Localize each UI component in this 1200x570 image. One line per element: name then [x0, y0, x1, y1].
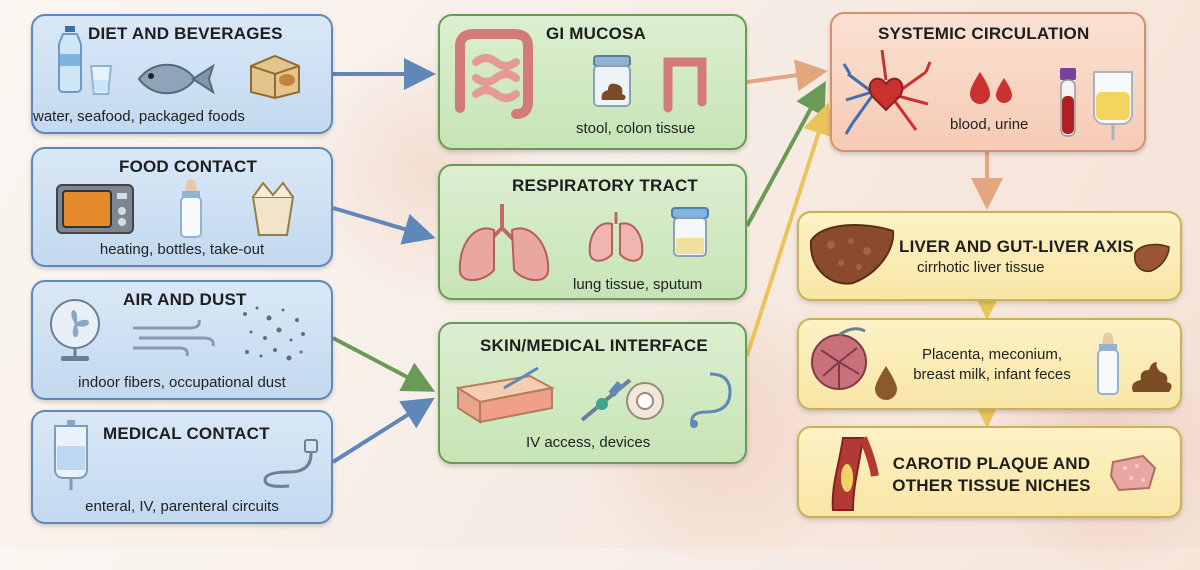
niche-placenta-infant: Placenta, meconium, breast milk, infant …	[797, 318, 1182, 410]
colon-icon	[663, 57, 707, 113]
arrow-food-to-respiratory	[332, 206, 436, 245]
route-title: RESPIRATORY TRACT	[512, 176, 699, 195]
niche-title: LIVER AND GUT-LIVER AXIS	[899, 237, 1134, 256]
source-examples: water, seafood, packaged foods	[33, 108, 245, 125]
meconium-drop-icon	[875, 366, 897, 400]
blood-drops-icon	[970, 72, 1012, 104]
route-examples: stool, colon tissue	[576, 120, 696, 137]
medical-tape-icon	[626, 382, 664, 420]
niche-text-line: Placenta, meconium,	[921, 346, 1063, 363]
source-title: DIET AND BEVERAGES	[88, 24, 283, 43]
source-air-dust: AIR AND DUST indoor fibers, occupational…	[31, 280, 333, 400]
tubing-icon	[263, 439, 318, 488]
niche-examples: cirrhotic liver tissue	[917, 259, 1045, 276]
skin-layer-icon	[455, 366, 555, 424]
fan-icon	[50, 299, 100, 361]
baby-bottle-icon	[180, 179, 202, 238]
arrow-skin-to-systemic	[745, 102, 834, 357]
route-examples: lung tissue, sputum	[573, 276, 703, 293]
niche-carotid-plaque: CAROTID PLAQUE AND OTHER TISSUE NICHES	[797, 426, 1182, 518]
urine-bag-icon	[1093, 71, 1133, 140]
iv-bag-icon	[54, 420, 88, 490]
systemic-examples: blood, urine	[950, 116, 1029, 133]
source-examples: indoor fibers, occupational dust	[78, 374, 286, 391]
liver-small-icon	[1133, 243, 1170, 273]
source-food-contact: FOOD CONTACT heating, bottles, take-out	[31, 147, 333, 267]
packaged-food-icon	[250, 54, 300, 100]
dust-particles-icon	[243, 306, 305, 361]
systemic-title: SYSTEMIC CIRCULATION	[878, 24, 1090, 43]
placenta-icon	[811, 327, 867, 390]
fish-icon	[137, 63, 215, 95]
route-title: SKIN/MEDICAL INTERFACE	[480, 336, 708, 355]
arrow-gi-to-systemic	[746, 59, 828, 92]
sputum-cup-icon	[671, 207, 709, 257]
iv-catheter-icon	[580, 378, 632, 422]
heart-vessels-icon	[842, 49, 932, 135]
arrow-air-to-skin	[332, 336, 436, 392]
source-title: AIR AND DUST	[123, 290, 247, 309]
source-diet-beverages: DIET AND BEVERAGES water, seafood, packa…	[31, 14, 333, 134]
liver-icon	[809, 224, 895, 285]
route-skin-medical-interface: SKIN/MEDICAL INTERFACE IV access, device…	[438, 322, 747, 464]
water-bottle-icon	[58, 26, 82, 93]
source-title: MEDICAL CONTACT	[103, 424, 270, 443]
baby-bottle-icon	[1097, 332, 1119, 395]
route-examples: IV access, devices	[526, 434, 651, 451]
intestine-icon	[455, 29, 533, 119]
carotid-artery-icon	[831, 436, 879, 511]
tissue-sample-icon	[1109, 454, 1157, 492]
niche-text-line: CAROTID PLAQUE AND	[799, 454, 1184, 474]
tubing-icon	[690, 372, 732, 428]
glass-icon	[89, 65, 113, 95]
route-gi-mucosa: GI MUCOSA stool, colon tissue	[438, 14, 747, 150]
blood-tube-icon	[1060, 68, 1076, 137]
lungs-icon	[458, 204, 550, 281]
route-title: GI MUCOSA	[546, 24, 647, 43]
systemic-circulation: SYSTEMIC CIRCULATION blood, urine	[830, 12, 1146, 152]
flow-arrows	[331, 58, 1003, 464]
route-respiratory-tract: RESPIRATORY TRACT lung tissue, sputum	[438, 164, 747, 300]
source-examples: heating, bottles, take-out	[99, 241, 265, 258]
wind-icon	[133, 319, 215, 357]
niche-text-line: OTHER TISSUE NICHES	[799, 476, 1184, 496]
niche-title-line: CAROTID PLAQUE AND	[892, 454, 1091, 473]
niche-title-line: OTHER TISSUE NICHES	[892, 476, 1091, 495]
stool-jar-icon	[593, 55, 631, 107]
source-title: FOOD CONTACT	[119, 157, 258, 176]
lung-tissue-icon	[588, 212, 644, 262]
niche-liver-gut-liver-axis: LIVER AND GUT-LIVER AXIS cirrhotic liver…	[797, 211, 1182, 301]
microwave-icon	[56, 184, 134, 234]
niche-text-line: breast milk, infant feces	[913, 366, 1071, 383]
stool-icon	[1132, 362, 1172, 392]
takeout-box-icon	[251, 181, 295, 236]
source-medical-contact: MEDICAL CONTACT enteral, IV, parenteral …	[31, 410, 333, 524]
arrow-medical-to-skin	[331, 397, 435, 464]
source-examples: enteral, IV, parenteral circuits	[85, 498, 279, 515]
